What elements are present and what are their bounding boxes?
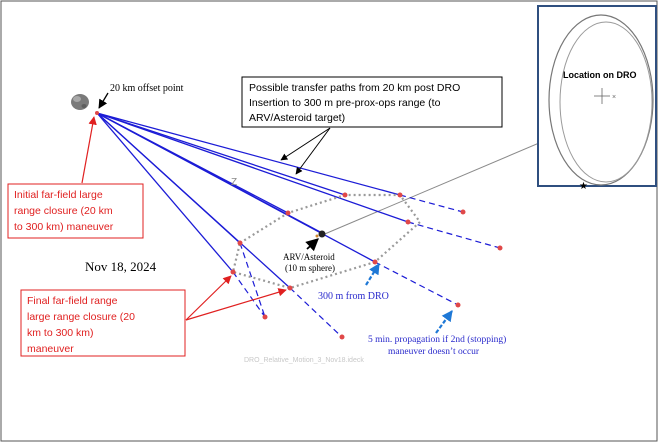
final-callout-line: large range closure (20	[27, 311, 135, 323]
transfer-callout-line: Insertion to 300 m pre-prox-ops range (t…	[249, 97, 441, 109]
target-arrow	[305, 238, 319, 252]
endpoint-dot	[285, 210, 291, 216]
endpoint-dot	[497, 245, 503, 251]
endpoint-dots	[95, 111, 503, 340]
axis-marker-z: Z	[231, 177, 237, 188]
dro-orbit-ellipse	[559, 21, 653, 183]
propagation-path	[289, 287, 343, 338]
transfer-callout: Possible transfer paths from 20 km post …	[241, 76, 503, 128]
initial-callout-arrow	[81, 116, 97, 184]
star-icon: ★	[579, 181, 588, 192]
final-callout-arrow	[185, 275, 232, 321]
propagation-path	[407, 221, 501, 249]
propagation-path	[374, 261, 459, 306]
initial-callout-line: to 300 km) maneuver	[14, 221, 114, 233]
final-callout-arrow	[185, 288, 287, 321]
final-callout: Final far-field range large range closur…	[20, 289, 186, 357]
propagation-path	[239, 242, 266, 318]
date-label: Nov 18, 2024	[85, 259, 157, 274]
endpoint-dot	[230, 269, 236, 275]
endpoint-dot	[460, 209, 466, 215]
filename-watermark: DRO_Relative_Motion_3_Nov18.ideck	[244, 357, 364, 364]
endpoint-dot	[237, 240, 243, 246]
crosshair-marker-icon: ×	[612, 94, 616, 101]
transfer-path	[96, 112, 401, 196]
dro-inset: Location on DRO × ★	[537, 5, 657, 192]
transfer-callout-line: Possible transfer paths from 20 km post …	[249, 82, 460, 94]
transfer-callout-line: ARV/Asteroid target)	[249, 112, 345, 124]
endpoint-dot	[405, 219, 411, 225]
propagation-path	[399, 194, 464, 213]
dro-orbit-ellipse	[548, 14, 654, 186]
endpoint-dot	[339, 334, 345, 340]
propagation-label-line1: 5 min. propagation if 2nd (stopping)	[368, 334, 506, 345]
transfer-path	[96, 112, 291, 289]
initial-callout: Initial far-field large range closure (2…	[7, 183, 144, 239]
propagation-arrow	[435, 310, 453, 334]
dro-boundary	[231, 193, 422, 290]
transfer-path	[96, 112, 234, 273]
final-callout-line: km to 300 km)	[27, 327, 94, 339]
final-callout-line: maneuver	[27, 343, 74, 355]
arv-target-icon	[318, 230, 326, 238]
target-label-line1: ARV/Asteroid	[283, 252, 335, 262]
transfer-path	[96, 112, 376, 263]
endpoint-dot	[342, 192, 348, 198]
transfer-paths	[96, 112, 409, 289]
endpoint-dot	[397, 192, 403, 198]
endpoint-dot	[455, 302, 461, 308]
initial-callout-line: range closure (20 km	[14, 205, 113, 217]
endpoint-dot	[372, 259, 378, 265]
target-label-line2: (10 m sphere)	[285, 263, 335, 273]
final-callout-line: Final far-field range	[27, 295, 118, 307]
offset-point-arrow	[98, 92, 109, 109]
range-arrow	[365, 263, 380, 286]
arv-spacecraft-icon	[315, 234, 319, 238]
propagation-paths	[232, 194, 501, 338]
transfer-callout-arrow	[295, 127, 331, 175]
endpoint-dot	[287, 285, 293, 291]
offset-point-label: 20 km offset point	[110, 83, 184, 94]
inset-title: Location on DRO	[563, 70, 637, 80]
propagation-label-line2: maneuver doesn’t occur	[388, 347, 480, 357]
initial-callout-line: Initial far-field large	[14, 189, 103, 201]
asteroid-icon	[71, 94, 89, 110]
transfer-callout-arrow	[280, 127, 331, 161]
range-label: 300 m from DRO	[318, 291, 389, 302]
endpoint-dot	[95, 111, 99, 115]
endpoint-dot	[262, 314, 268, 320]
transfer-path	[96, 112, 409, 223]
transfer-path	[96, 112, 346, 196]
